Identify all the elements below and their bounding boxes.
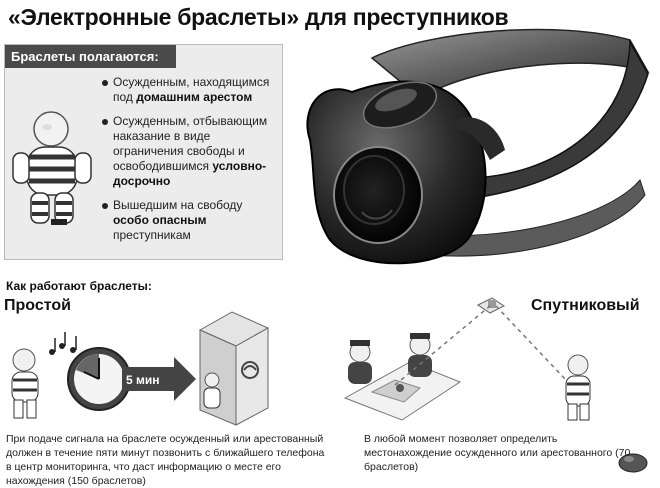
- bracelet-eligibility-panel: Браслеты полагаются: Осужденным, находящ…: [4, 44, 283, 260]
- clock-icon: [67, 347, 131, 411]
- phone-booth-icon: [198, 311, 270, 426]
- satellite-bracelet-label: Спутниковый: [531, 297, 640, 314]
- prisoner-figure-icon: [565, 354, 591, 421]
- satellite-caption: В любой момент позволяет определить мест…: [364, 433, 631, 473]
- eligibility-list: Осужденным, находящимся под домашним аре…: [101, 75, 281, 252]
- simple-caption: При подаче сигнала на браслете осужденны…: [6, 433, 325, 487]
- panel-header: Браслеты полагаются:: [5, 45, 176, 68]
- music-notes-icon: [49, 332, 77, 355]
- list-item: Осужденным, находящимся под домашним аре…: [101, 75, 281, 105]
- page-title: «Электронные браслеты» для преступников: [8, 4, 509, 30]
- map-icon: [343, 361, 462, 421]
- timer-label: 5 мин: [126, 373, 160, 387]
- list-item: Вышедшим на свободу особо опасным престу…: [101, 198, 281, 243]
- list-item: Осужденным, отбывающим наказание в виде …: [101, 114, 281, 189]
- prisoner-figure-icon: [12, 111, 92, 225]
- police-officer-icon: [348, 333, 432, 384]
- mouse-icon: [618, 453, 648, 473]
- prisoner-figure-icon: [11, 348, 39, 419]
- satellite-icon: [477, 297, 505, 314]
- simple-bracelet-label: Простой: [4, 297, 71, 314]
- how-it-works-heading: Как работают браслеты:: [6, 279, 152, 293]
